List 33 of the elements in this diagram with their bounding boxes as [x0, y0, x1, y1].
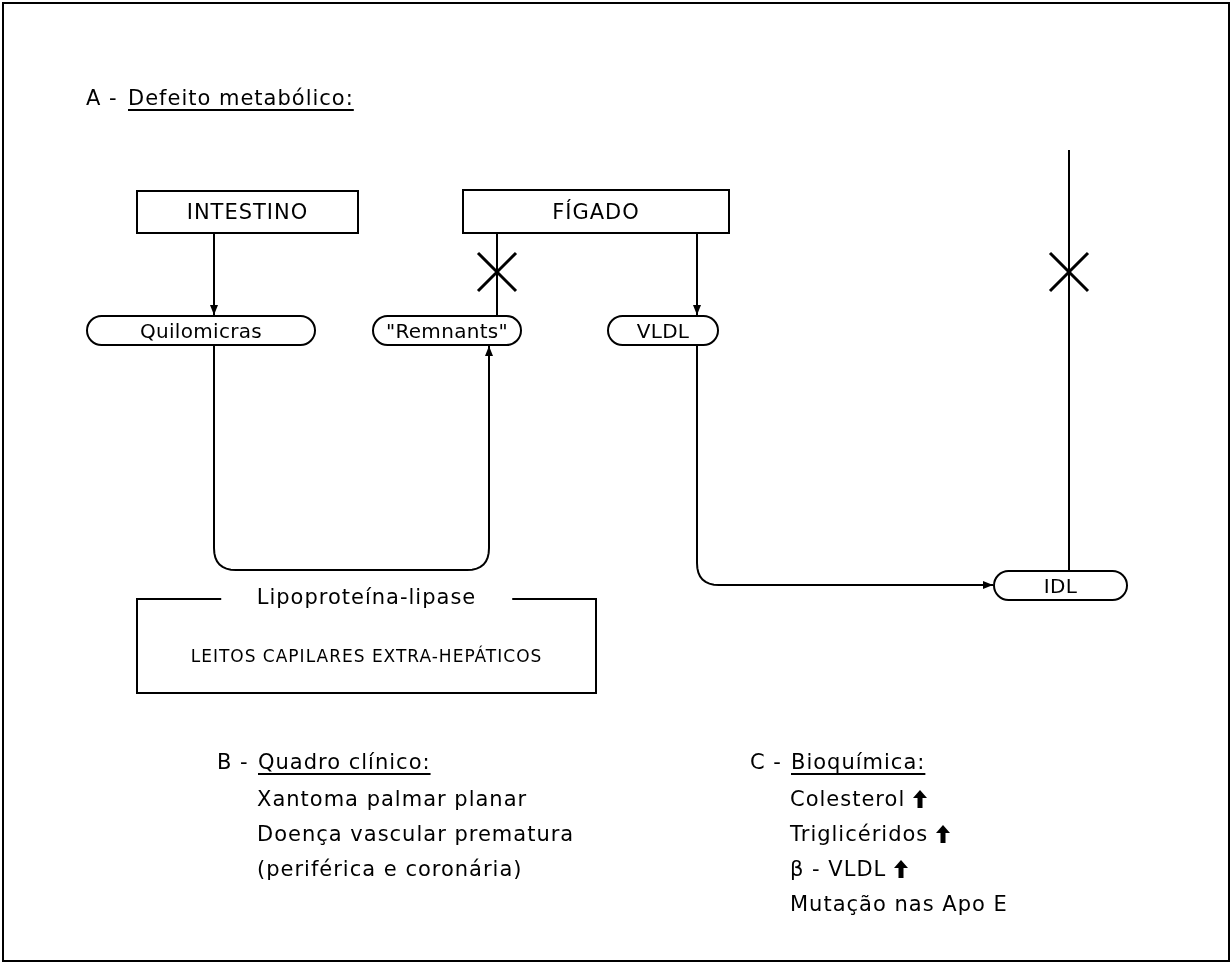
- node-label: INTESTINO: [186, 200, 309, 224]
- text-line: β - VLDL: [790, 857, 887, 881]
- organ-box: [462, 189, 730, 234]
- lipoprotein-pill: [372, 315, 522, 346]
- text-line: Xantoma palmar planar: [257, 787, 528, 811]
- text-line: Triglicéridos: [790, 822, 929, 846]
- section-heading: Bioquímica:: [791, 750, 926, 774]
- lipoprotein-pill: [86, 315, 316, 346]
- section-letter: B -: [217, 750, 249, 774]
- section-heading: Defeito metabólico:: [128, 86, 354, 110]
- node-label: FÍGADO: [552, 199, 640, 224]
- section-letter: A -: [86, 86, 118, 110]
- organ-box: [136, 190, 359, 234]
- node-label: "Remnants": [385, 318, 509, 343]
- box-text: LEITOS CAPILARES EXTRA-HEPÁTICOS: [189, 646, 544, 666]
- text-line: Colesterol: [790, 787, 906, 811]
- text-line: Mutação nas Apo E: [790, 892, 1008, 916]
- connector-line: [1068, 149, 1070, 571]
- section-heading: Quadro clínico:: [258, 750, 431, 774]
- arrow: [693, 233, 701, 316]
- box-heading: Lipoproteína-lipase: [220, 585, 513, 609]
- arrow: [210, 233, 218, 316]
- text-line: Doença vascular prematura: [257, 822, 575, 846]
- text-line: (periférica e coronária): [257, 857, 523, 881]
- node-label: VLDL: [636, 318, 690, 343]
- lipoprotein-pill: [607, 315, 719, 346]
- arrow: [696, 345, 994, 589]
- node-label: Quilomicras: [140, 318, 262, 343]
- lipoprotein-pill: [993, 570, 1128, 601]
- section-letter: C -: [750, 750, 782, 774]
- node-label: IDL: [1043, 573, 1078, 598]
- arrow: [213, 345, 493, 571]
- connector-line: [496, 233, 498, 316]
